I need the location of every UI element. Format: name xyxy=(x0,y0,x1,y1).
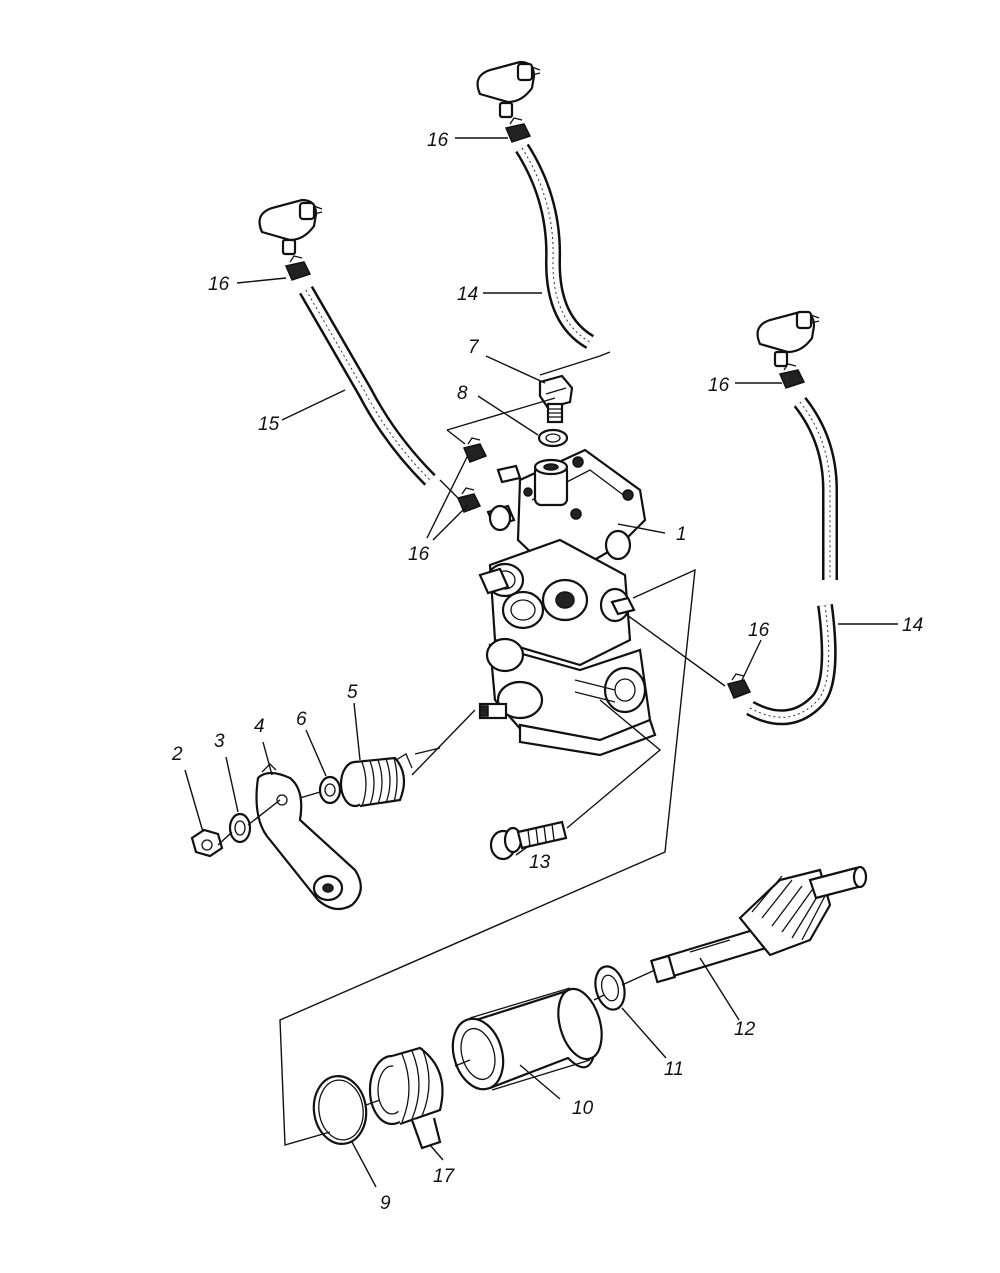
bushing-10 xyxy=(451,987,603,1091)
circlip-9 xyxy=(312,1075,368,1145)
oil-pump-body xyxy=(478,448,657,757)
hose-clamp-top-center xyxy=(504,117,532,143)
washer-3 xyxy=(228,812,252,844)
washer-11 xyxy=(594,965,626,1011)
callout-16-top-left: 16 xyxy=(208,274,230,295)
washer-6 xyxy=(318,775,342,805)
callout-15: 15 xyxy=(258,414,280,435)
callout-17: 17 xyxy=(433,1166,456,1187)
callout-8: 8 xyxy=(457,383,468,404)
spring-17 xyxy=(368,1046,444,1150)
hose-clamp-top-left xyxy=(284,255,312,281)
nut-2 xyxy=(190,828,224,858)
callouts: 1 2 3 4 5 6 7 8 9 10 11 12 13 14 14 15 1… xyxy=(171,130,923,1214)
callout-10: 10 xyxy=(572,1098,594,1119)
callout-4: 4 xyxy=(254,716,265,737)
callout-16-top-center: 16 xyxy=(427,130,449,151)
hose-clamp-right-lower xyxy=(726,673,752,699)
washer-8 xyxy=(537,428,569,448)
callout-3: 3 xyxy=(214,731,225,752)
drive-gear-shaft-12 xyxy=(649,865,868,984)
callout-12: 12 xyxy=(734,1019,756,1040)
hose-clamp-pump-upper xyxy=(462,437,488,463)
callout-16-top-right: 16 xyxy=(708,375,730,396)
hose-15 xyxy=(299,285,436,486)
screw-13 xyxy=(489,820,568,861)
callout-16-right-lower: 16 xyxy=(748,620,770,641)
callout-5: 5 xyxy=(347,682,358,703)
callout-2: 2 xyxy=(171,744,183,765)
callout-7: 7 xyxy=(468,337,480,358)
hose-clamp-top-right xyxy=(778,363,806,389)
injector-nozzle-center xyxy=(476,60,541,119)
hose-right-upper xyxy=(793,397,838,580)
callout-16-pump: 16 xyxy=(408,544,430,565)
pump-control-lever-4 xyxy=(255,763,362,911)
callout-9: 9 xyxy=(380,1193,391,1214)
hose-14-lower xyxy=(746,603,837,726)
callout-1: 1 xyxy=(676,524,687,545)
injector-nozzle-right xyxy=(756,310,820,368)
callout-13: 13 xyxy=(529,852,551,873)
leader-lines xyxy=(184,137,898,1188)
hose-clamp-pump-lower xyxy=(456,487,482,513)
callout-6: 6 xyxy=(296,709,307,730)
callout-14-lower: 14 xyxy=(902,615,923,636)
assembly-lines xyxy=(217,351,726,1146)
callout-11: 11 xyxy=(664,1059,684,1080)
return-spring-5 xyxy=(339,753,413,808)
injector-nozzle-left xyxy=(258,198,323,256)
callout-14-upper: 14 xyxy=(457,284,478,305)
hose-14-upper xyxy=(515,143,595,349)
